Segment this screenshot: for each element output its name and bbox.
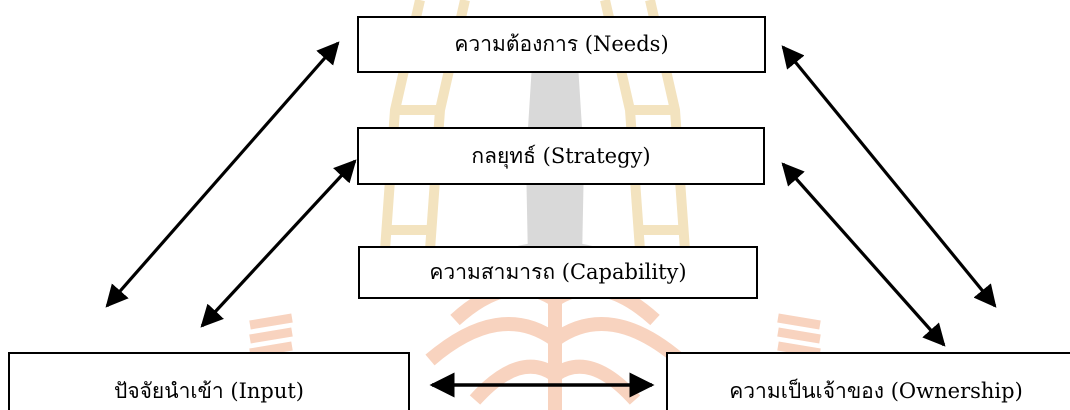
node-strategy-label: กลยุทธ์ (Strategy) [471,143,651,168]
node-input: ปัจจัยนำเข้า (Input) [8,352,410,410]
node-strategy: กลยุทธ์ (Strategy) [357,127,765,185]
node-ownership-label: ความเป็นเจ้าของ (Ownership) [729,378,1023,403]
arrow-needs-ownership [781,45,997,308]
node-ownership: ความเป็นเจ้าของ (Ownership) [666,352,1070,410]
node-input-label: ปัจจัยนำเข้า (Input) [113,378,304,403]
arrow-needs-input [105,41,340,308]
node-needs-label: ความต้องการ (Needs) [454,32,669,56]
node-needs: ความต้องการ (Needs) [357,16,766,73]
node-capability: ความสามารถ (Capability) [358,246,758,299]
node-capability-label: ความสามารถ (Capability) [429,260,687,284]
arrow-strategy-input [200,159,357,328]
arrow-strategy-ownership [781,162,946,347]
